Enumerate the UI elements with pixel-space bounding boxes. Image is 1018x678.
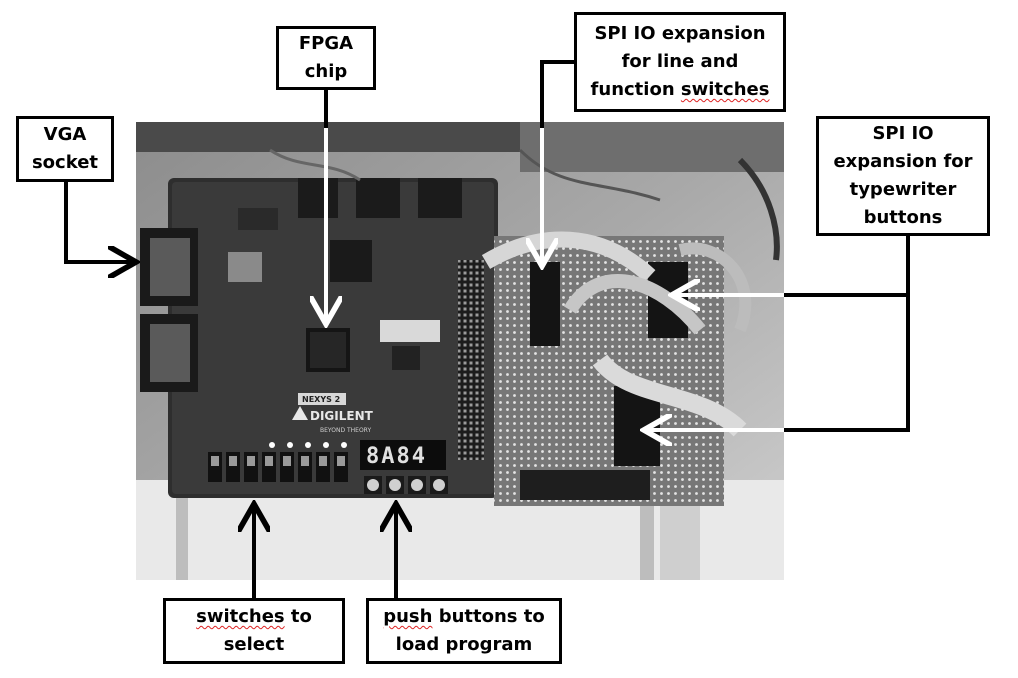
label-vga-line2: socket [31, 152, 99, 173]
label-spi-lf-line3: function switches [590, 79, 770, 100]
push-buttons [364, 476, 448, 494]
label-push-line2: load program [395, 634, 533, 655]
label-push-buttons: push buttons to load program [366, 598, 562, 664]
tagline-text: BEYOND THEORY [320, 427, 371, 434]
label-spi-lf-line1: SPI IO expansion [594, 23, 766, 44]
model-text: NEXYS 2 [302, 395, 340, 404]
label-spi-typewriter: SPI IO expansion for typewriter buttons [816, 116, 990, 236]
label-fpga-line1: FPGA [298, 33, 354, 54]
label-switches-line2: select [223, 634, 285, 655]
label-fpga-chip: FPGA chip [276, 26, 376, 90]
io-expander-chip-1 [530, 262, 560, 346]
label-spi-line-function: SPI IO expansion for line and function s… [574, 12, 786, 112]
label-vga-line1: VGA [43, 124, 87, 145]
label-vga-socket: VGA socket [16, 116, 114, 182]
label-spi-tw-line3: typewriter [849, 179, 957, 200]
label-fpga-line2: chip [304, 61, 348, 82]
vga-arrow [64, 178, 132, 262]
label-spi-tw-line2: expansion for [833, 151, 973, 172]
slide-switches [208, 452, 348, 482]
seven-segment-display [360, 440, 446, 470]
spi-line-leader [540, 60, 574, 128]
seven-segment-digits: 8A84 [366, 444, 427, 469]
brand-text: DIGILENT [310, 409, 374, 423]
label-switches-select: switches to select [163, 598, 345, 664]
label-push-line1: push buttons to [383, 606, 545, 627]
label-switches-line1: switches to [196, 606, 312, 627]
spi-typewriter-leader [784, 236, 910, 432]
label-spi-tw-line4: buttons [863, 207, 943, 228]
label-spi-tw-line1: SPI IO [872, 123, 934, 144]
label-spi-lf-line2: for line and [621, 51, 739, 72]
